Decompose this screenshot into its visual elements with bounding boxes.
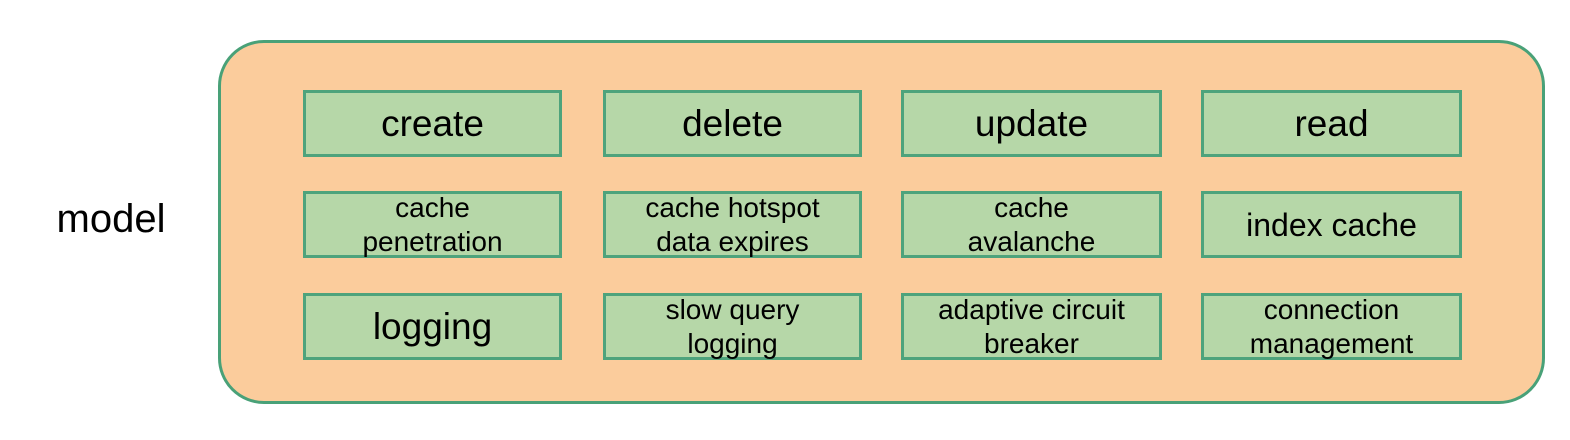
node-cache-avalanche[interactable]: cache avalanche xyxy=(901,191,1162,258)
node-grid: create delete update read cache penetrat… xyxy=(303,90,1463,361)
node-delete[interactable]: delete xyxy=(603,90,862,157)
node-slow-query-logging[interactable]: slow query logging xyxy=(603,293,862,360)
grid-row-operations: create delete update read xyxy=(303,90,1463,157)
node-create[interactable]: create xyxy=(303,90,562,157)
grid-row-cache-concerns: cache penetration cache hotspot data exp… xyxy=(303,191,1463,258)
node-logging[interactable]: logging xyxy=(303,293,562,360)
node-index-cache[interactable]: index cache xyxy=(1201,191,1462,258)
node-adaptive-circuit-breaker[interactable]: adaptive circuit breaker xyxy=(901,293,1162,360)
node-update[interactable]: update xyxy=(901,90,1162,157)
node-read[interactable]: read xyxy=(1201,90,1462,157)
node-connection-management[interactable]: connection management xyxy=(1201,293,1462,360)
node-cache-hotspot-data-expires[interactable]: cache hotspot data expires xyxy=(603,191,862,258)
grid-row-reliability-concerns: logging slow query logging adaptive circ… xyxy=(303,293,1463,360)
model-group-container: create delete update read cache penetrat… xyxy=(218,40,1545,404)
model-label: model xyxy=(56,197,166,241)
node-cache-penetration[interactable]: cache penetration xyxy=(303,191,562,258)
